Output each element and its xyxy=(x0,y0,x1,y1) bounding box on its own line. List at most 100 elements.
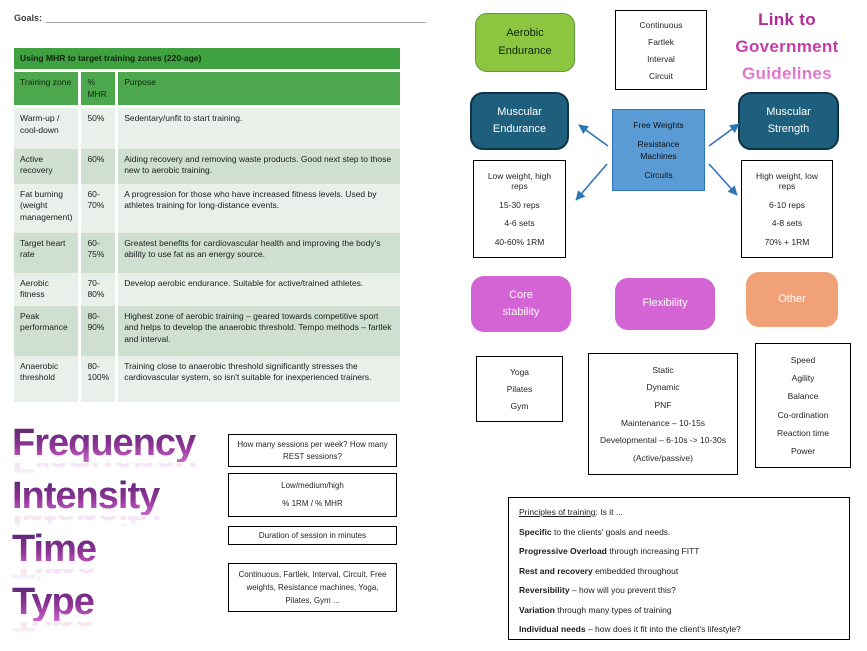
principle-rest: through many types of training xyxy=(554,604,672,615)
purpose-cell: Aiding recovery and removing waste produ… xyxy=(115,148,400,184)
muscular-strength-node: Muscular Strength xyxy=(738,92,839,150)
table-row: Aerobic fitness 70-80% Develop aerobic e… xyxy=(14,272,400,306)
principle-rest: embedded throughout xyxy=(592,565,679,576)
table-row: Active recovery 60% Aiding recovery and … xyxy=(14,148,400,184)
principle-item: Individual needs – how does it fit into … xyxy=(519,624,839,635)
list-item: Circuits xyxy=(644,170,673,180)
table-row: Fat burning (weight management) 60-70% A… xyxy=(14,183,400,233)
list-item: Dynamic xyxy=(646,382,680,393)
time-answer-box: Duration of session in minutes xyxy=(228,526,397,545)
zone-cell: Aerobic fitness xyxy=(14,272,80,306)
list-item: (Active/passive) xyxy=(633,453,693,464)
principle-lead: Specific xyxy=(519,526,552,537)
principle-lead: Individual needs xyxy=(519,624,586,635)
goals-field: Goals: xyxy=(14,13,426,23)
aerobic-endurance-node: Aerobic Endurance xyxy=(475,13,575,72)
muscular-endurance-node: Muscular Endurance xyxy=(470,92,569,150)
intensity-line-2: % 1RM / % MHR xyxy=(282,499,343,508)
principles-title-lead: Principles of training xyxy=(519,507,596,517)
table-row: Target heart rate 60-75% Greatest benefi… xyxy=(14,232,400,273)
principle-lead: Rest and recovery xyxy=(519,565,593,576)
zone-cell: Anaerobic threshold xyxy=(14,355,80,402)
list-item: 4-6 sets xyxy=(504,218,535,229)
principles-of-training-box: Principles of training: Is it ... Specif… xyxy=(508,497,850,640)
list-item: Low weight, high reps xyxy=(487,171,552,192)
fitt-word-frequency: Frequency xyxy=(12,424,232,462)
flexibility-node: Flexibility xyxy=(615,278,715,330)
mhr-cell: 70-80% xyxy=(78,272,117,306)
goals-label: Goals: xyxy=(14,13,43,23)
header-training-zone: Training zone xyxy=(14,70,80,109)
principle-lead: Variation xyxy=(519,604,555,615)
list-item: Circuit xyxy=(648,70,674,81)
intensity-line-1: Low/medium/high xyxy=(281,481,344,490)
list-item: Static xyxy=(652,364,674,375)
list-item: Power xyxy=(790,445,816,456)
table-title-row: Using MHR to target training zones (220-… xyxy=(14,48,400,73)
mhr-cell: 80-90% xyxy=(78,305,117,356)
principles-title-rest: : Is it ... xyxy=(595,507,623,517)
list-item: Co-ordination xyxy=(777,409,829,420)
list-item: Speed xyxy=(790,355,816,366)
zone-cell: Fat burning (weight management) xyxy=(14,183,80,233)
fitt-word-type: Type xyxy=(12,583,232,621)
list-item: Agility xyxy=(791,373,815,384)
core-methods-box: Yoga Pilates Gym xyxy=(476,356,563,422)
arrow-down-right-icon xyxy=(708,163,738,196)
intensity-answer-box: Low/medium/high % 1RM / % MHR xyxy=(228,473,397,517)
mhr-cell: 60% xyxy=(78,148,117,184)
principle-item: Rest and recovery embedded throughout xyxy=(519,566,839,577)
list-item: Maintenance – 10-15s xyxy=(620,417,706,428)
principle-lead: Reversibility xyxy=(519,585,570,596)
zone-cell: Active recovery xyxy=(14,148,80,184)
training-zones-table: Using MHR to target training zones (220-… xyxy=(14,48,400,402)
list-item: Interval xyxy=(647,53,675,64)
principle-item: Specific to the clients' goals and needs… xyxy=(519,527,839,538)
table-row: Peak performance 80-90% Highest zone of … xyxy=(14,305,400,356)
list-item: Continuous xyxy=(639,19,683,30)
principle-item: Reversibility – how will you prevent thi… xyxy=(519,585,839,596)
principle-rest: through increasing FITT xyxy=(606,546,700,557)
table-header-row: Training zone % MHR Purpose xyxy=(14,70,400,109)
link-line: Guidelines xyxy=(742,64,832,84)
free-weights-node: Free Weights Resistance Machines Circuit… xyxy=(612,109,705,191)
principle-rest: – how will you prevent this? xyxy=(569,585,676,596)
arrow-up-left-icon xyxy=(578,124,609,147)
list-item: 70% + 1RM xyxy=(764,236,810,247)
list-item: Yoga xyxy=(509,367,530,378)
list-item: Fartlek xyxy=(648,36,674,47)
link-government-guidelines: Link to Government Guidelines xyxy=(716,6,858,88)
flexibility-methods-box: Static Dynamic PNF Maintenance – 10-15s … xyxy=(588,353,738,475)
mhr-cell: 60-75% xyxy=(78,232,117,273)
list-item: Resistance xyxy=(637,139,680,149)
list-item: Free Weights xyxy=(633,120,684,130)
principle-rest: – how does it fit into the client's life… xyxy=(585,624,741,635)
zone-cell: Warm-up / cool-down xyxy=(14,106,80,149)
link-line: Link to xyxy=(758,10,816,29)
table-row: Warm-up / cool-down 50% Sedentary/unfit … xyxy=(14,106,400,149)
purpose-cell: Greatest benefits for cardiovascular hea… xyxy=(115,232,400,273)
aerobic-methods-box: Continuous Fartlek Interval Circuit xyxy=(615,10,707,90)
list-item: 6-10 reps xyxy=(769,199,805,210)
frequency-answer-box: How many sessions per week? How many RES… xyxy=(228,434,397,467)
core-stability-node: Core stability xyxy=(471,276,571,332)
list-item: Balance xyxy=(787,391,819,402)
mhr-cell: 80-100% xyxy=(78,355,117,402)
fitt-word-intensity: Intensity xyxy=(12,477,232,515)
purpose-cell: Training close to anaerobic threshold si… xyxy=(115,355,400,402)
list-item: Machines xyxy=(640,151,677,161)
principle-rest: to the clients' goals and needs. xyxy=(551,526,671,537)
table-title: Using MHR to target training zones (220-… xyxy=(14,48,400,73)
list-item: Reaction time xyxy=(777,427,829,438)
arrow-up-right-icon xyxy=(708,123,740,147)
header-purpose: Purpose xyxy=(115,70,400,109)
principle-item: Variation through many types of training xyxy=(519,605,839,616)
list-item: High weight, low reps xyxy=(756,171,818,192)
purpose-cell: Develop aerobic endurance. Suitable for … xyxy=(115,272,400,306)
goals-fill-in-line xyxy=(46,13,426,23)
other-methods-box: Speed Agility Balance Co-ordination Reac… xyxy=(755,343,851,468)
list-item: 4-8 sets xyxy=(771,218,803,229)
zone-cell: Peak performance xyxy=(14,305,80,356)
fitt-word-time: Time xyxy=(12,530,232,568)
link-line: Government xyxy=(735,37,839,57)
